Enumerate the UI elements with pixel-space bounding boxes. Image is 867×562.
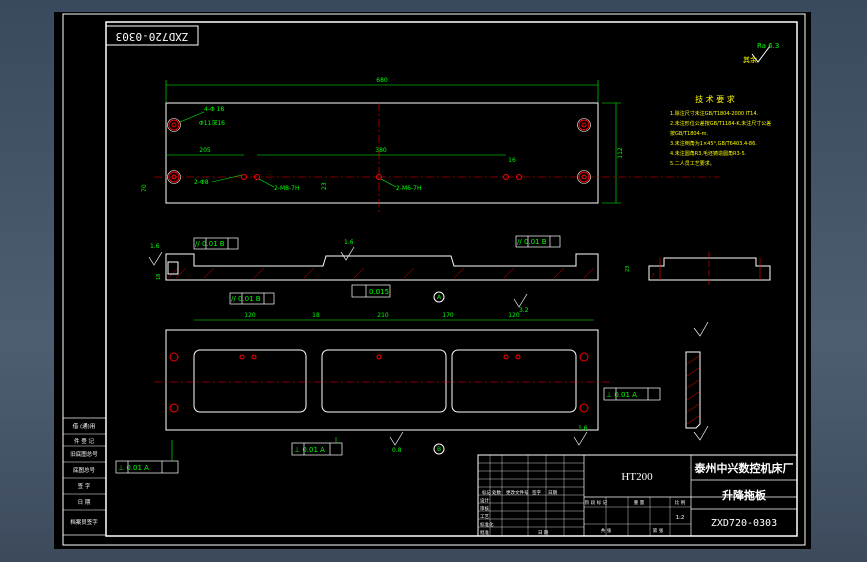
callout-m8: 2-M8-7H	[274, 185, 299, 192]
dim-depth-plan: 18	[312, 312, 320, 319]
inner-border	[105, 21, 798, 537]
gdt-parallel-right: // 0.01 B	[517, 238, 547, 246]
roughness-4: 0.8	[392, 447, 402, 454]
stamp-box	[105, 25, 199, 46]
part-name: 升降拖板	[722, 488, 767, 502]
tech-note-6: 5.二人员工艺要求。	[670, 160, 715, 167]
sheet-total: 共 张	[601, 527, 612, 534]
role-approve: 批准	[480, 529, 489, 536]
role-review: 审核	[480, 505, 489, 512]
left-col-6: 日 期	[78, 499, 91, 506]
outer-border	[62, 13, 806, 546]
dim-height: 112	[617, 147, 624, 159]
drawing-viewport[interactable]: ZXD720-0303 Ra 6.3 其余 680 112	[54, 12, 811, 549]
left-col-4: 底图总号	[73, 466, 96, 474]
dim-slot-a: 120	[244, 312, 256, 319]
dim-overall-length: 680	[376, 77, 388, 84]
dim-depth-front: 18	[156, 274, 162, 280]
front-section-view: // 0.01 B // 0.01 B 0.015 A 1.6 1.6 3.2 …	[148, 235, 599, 314]
gdt-perp-left: ⊥ 0.01 A	[118, 464, 149, 472]
side-dim: 23	[625, 266, 631, 272]
rev-col-1: 标记	[482, 489, 491, 496]
left-col-2: 件 登 记	[74, 437, 94, 445]
stamp-rotated: ZXD720-0303	[116, 30, 189, 43]
detail-view	[685, 321, 709, 441]
title-block: 标记 处数 更改文件号 签字 日期 设计 审核 工艺 标准化 批准 日 期 HT…	[477, 454, 798, 537]
top-view: 680 112 205 380 16 70 23 4-Φ 18 Φ11	[141, 77, 719, 212]
rev-col-4: 签字	[532, 489, 541, 496]
cad-drawing: ZXD720-0303 Ra 6.3 其余 680 112	[62, 13, 806, 546]
left-col-3: 旧底图总号	[70, 450, 98, 458]
rev-col-3: 更改文件号	[506, 489, 529, 496]
side-view: 23	[625, 252, 771, 287]
roughness-1: 1.6	[150, 243, 160, 250]
roughness-2: 1.6	[344, 239, 354, 246]
role-design: 设计	[480, 497, 489, 504]
dim-hole-span-b: 380	[375, 147, 387, 154]
tech-note-5: 4.未注圆角R3,毛坯铸造圆角R3-5.	[670, 150, 747, 157]
tech-note-4: 3.未注倒角为1×45°,GB/T6403.4-86.	[670, 140, 757, 147]
gdt-perp-right: ⊥ 0.01 A	[606, 391, 637, 399]
roughness-5: 1.6	[578, 425, 588, 432]
rev-col-2: 处数	[492, 489, 501, 496]
scale-value: 1:2	[676, 515, 685, 521]
dim-slot-d: 120	[508, 312, 520, 319]
datum-b-plan: B	[437, 446, 441, 453]
gdt-parallel-left: // 0.01 B	[195, 240, 225, 248]
date-label: 日 期	[538, 530, 549, 536]
stage-label: 阶 段 标 记	[585, 499, 608, 506]
rev-col-5: 日期	[548, 490, 557, 496]
tech-note-1: 1.除注尺寸未注GB/T1804-2000 IT14.	[670, 110, 759, 117]
role-process: 工艺	[480, 514, 489, 520]
material: HT200	[621, 471, 653, 483]
gdt-perp-bottom: ⊥ 0.01 A	[294, 446, 325, 454]
dim-slot-b: 210	[377, 312, 389, 319]
callout-dowel: 2-Φ8	[194, 179, 209, 186]
gdt-parallel-plan: // 0.01 B	[231, 295, 261, 303]
left-col-1: 借 (通)用	[73, 422, 96, 430]
dim-hole-pitch: 16	[508, 157, 516, 164]
roughness-other: Ra 6.3 其余	[743, 42, 779, 64]
tech-title: 技 术 要 求	[695, 94, 735, 104]
drawing-number: ZXD720-0303	[711, 518, 777, 529]
roughness-other-value: Ra 6.3	[757, 42, 779, 50]
dim-hole-span-a: 205	[199, 147, 211, 154]
company-name: 泰州中兴数控机床厂	[694, 461, 794, 475]
tech-requirements: 技 术 要 求 1.除注尺寸未注GB/T1804-2000 IT14. 2.未注…	[670, 94, 771, 167]
callout-m6: 2-M6-7H	[396, 185, 421, 192]
callout-4-holes: 4-Φ 18	[204, 106, 224, 113]
callout-cbore: Φ11深16	[199, 119, 225, 127]
gdt-flatness: 0.015	[369, 288, 389, 296]
left-columns-table: 借 (通)用 件 登 记 旧底图总号 底图总号 签 字 日 期 档案员签字	[62, 417, 107, 536]
role-standard: 标准化	[480, 521, 494, 528]
dim-slot-c: 170	[442, 312, 454, 319]
roughness-3: 3.2	[519, 307, 529, 314]
sheet-number: 第 张	[653, 527, 664, 534]
left-col-5: 签 字	[78, 482, 91, 490]
dim-side-offset: 70	[141, 184, 148, 192]
weight-label: 重 量	[634, 499, 645, 506]
scale-label: 比 例	[675, 499, 686, 506]
tech-note-2: 2.未注形位公差按GB/T1184-K,未注尺寸公差	[670, 120, 771, 127]
plan-view: 120 210 170 120 18 // 0.01 B ⊥ 0.01 A ⊥ …	[115, 292, 661, 474]
tech-note-3: 按GB/T1804-m.	[670, 130, 708, 137]
dim-thickness: 23	[321, 182, 328, 190]
left-col-7: 档案员签字	[70, 518, 98, 526]
roughness-other-label: 其余	[743, 55, 757, 64]
datum-a-front: A	[437, 294, 442, 301]
